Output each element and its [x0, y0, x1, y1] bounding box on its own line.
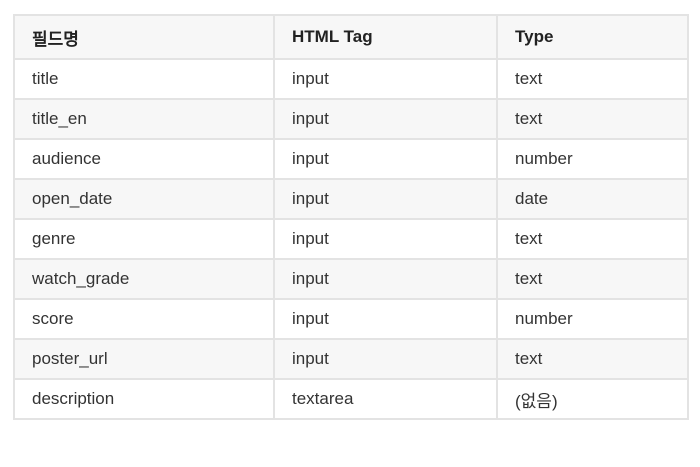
table-row: open_date input date: [13, 178, 689, 220]
cell-html-tag: input: [273, 58, 498, 100]
cell-html-tag: textarea: [273, 378, 498, 420]
cell-html-tag: input: [273, 258, 498, 300]
table-row: audience input number: [13, 138, 689, 180]
table-row: description textarea (없음): [13, 378, 689, 420]
header-html-tag: HTML Tag: [273, 14, 498, 60]
table-row: watch_grade input text: [13, 258, 689, 300]
cell-type: text: [496, 218, 689, 260]
cell-field-name: watch_grade: [13, 258, 275, 300]
cell-field-name: audience: [13, 138, 275, 180]
header-field-name: 필드명: [13, 14, 275, 60]
cell-field-name: genre: [13, 218, 275, 260]
cell-html-tag: input: [273, 98, 498, 140]
cell-html-tag: input: [273, 138, 498, 180]
cell-type: text: [496, 258, 689, 300]
table-row: score input number: [13, 298, 689, 340]
table-row: poster_url input text: [13, 338, 689, 380]
field-table: 필드명 HTML Tag Type title input text title…: [13, 14, 689, 420]
cell-type: text: [496, 338, 689, 380]
cell-field-name: description: [13, 378, 275, 420]
cell-field-name: title: [13, 58, 275, 100]
cell-type: (없음): [496, 378, 689, 420]
cell-type: text: [496, 58, 689, 100]
header-type: Type: [496, 14, 689, 60]
cell-html-tag: input: [273, 178, 498, 220]
cell-html-tag: input: [273, 298, 498, 340]
field-table-container: 필드명 HTML Tag Type title input text title…: [13, 14, 689, 420]
cell-html-tag: input: [273, 338, 498, 380]
table-header-row: 필드명 HTML Tag Type: [13, 14, 689, 60]
cell-field-name: open_date: [13, 178, 275, 220]
cell-type: date: [496, 178, 689, 220]
table-row: genre input text: [13, 218, 689, 260]
cell-field-name: score: [13, 298, 275, 340]
cell-type: number: [496, 138, 689, 180]
cell-field-name: poster_url: [13, 338, 275, 380]
cell-type: text: [496, 98, 689, 140]
table-row: title input text: [13, 58, 689, 100]
cell-field-name: title_en: [13, 98, 275, 140]
table-row: title_en input text: [13, 98, 689, 140]
cell-type: number: [496, 298, 689, 340]
cell-html-tag: input: [273, 218, 498, 260]
